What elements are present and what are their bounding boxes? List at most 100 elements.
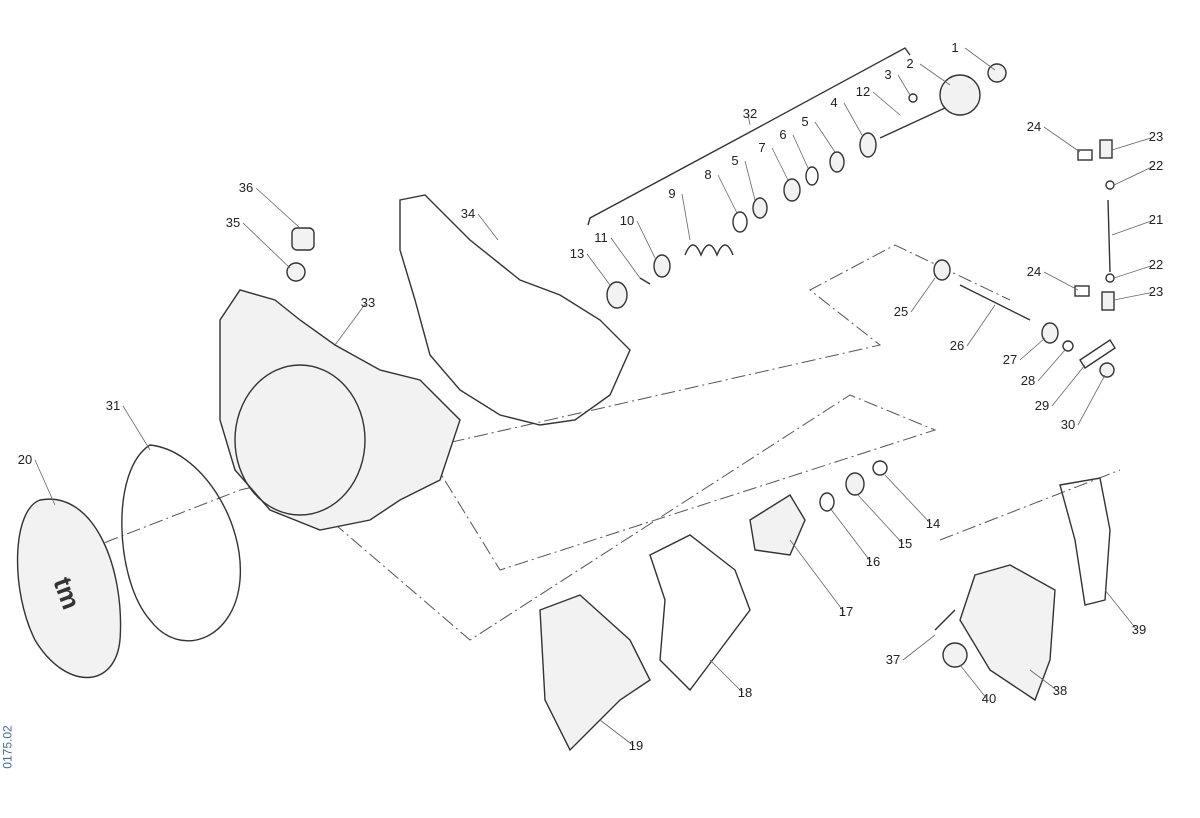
callout-30: 30: [1061, 417, 1075, 432]
callout-37: 37: [886, 652, 900, 667]
part-38-cover: [959, 564, 1056, 702]
part-31-gasket: [121, 444, 242, 642]
callout-34: 34: [461, 206, 475, 221]
leader-line: [1037, 349, 1066, 382]
callout-19: 19: [629, 738, 643, 753]
part-22: [1105, 180, 1115, 190]
callout-20: 20: [18, 452, 32, 467]
part-25: [933, 259, 951, 281]
part-12-shaft: [879, 107, 946, 139]
callout-10: 10: [620, 213, 634, 228]
callout-22: 22: [1149, 257, 1163, 272]
callout-31: 31: [106, 398, 120, 413]
callout-23: 23: [1149, 129, 1163, 144]
part-34-gasket: [399, 194, 631, 426]
leader-line: [636, 220, 656, 259]
part-6: [805, 166, 819, 186]
callout-35: 35: [226, 215, 240, 230]
callout-11: 11: [594, 230, 608, 245]
callout-13: 13: [570, 246, 584, 261]
part-7: [783, 178, 801, 202]
leader-line: [477, 213, 499, 241]
part-5b: [752, 197, 768, 219]
leader-line: [1111, 219, 1155, 236]
leader-line: [586, 253, 611, 286]
callout-38: 38: [1053, 683, 1067, 698]
leader-line: [1019, 337, 1046, 361]
part-28: [1062, 340, 1074, 352]
leader-line: [1104, 589, 1138, 631]
leader-line: [1051, 364, 1086, 407]
callout-33: 33: [361, 295, 375, 310]
callout-23: 23: [1149, 284, 1163, 299]
leader-line: [872, 91, 901, 116]
callout-5: 5: [801, 114, 808, 129]
callout-40: 40: [982, 691, 996, 706]
part-13-bearing: [606, 281, 628, 309]
leader-line: [717, 174, 738, 214]
callout-14: 14: [926, 516, 940, 531]
part-20-ignition-cover: tm: [16, 498, 122, 678]
part-27: [1041, 322, 1059, 344]
callout-6: 6: [779, 127, 786, 142]
assembly-lines: [59, 244, 1121, 641]
part-33-clutch-cover: [219, 289, 461, 531]
part-3-ball: [908, 93, 918, 103]
part-10: [653, 254, 671, 278]
leader-line: [1077, 374, 1106, 426]
leader-line: [829, 507, 872, 563]
leader-line: [709, 659, 744, 694]
leader-line: [792, 134, 809, 169]
leader-line: [1043, 126, 1081, 153]
callout-28: 28: [1021, 373, 1035, 388]
callout-24: 24: [1027, 119, 1041, 134]
callout-26: 26: [950, 338, 964, 353]
leader-line: [1029, 669, 1059, 692]
callout-36: 36: [239, 180, 253, 195]
part-8: [732, 211, 748, 233]
callout-1: 1: [951, 40, 958, 55]
part-30-nut: [1099, 362, 1115, 378]
callout-16: 16: [866, 554, 880, 569]
bracket-32: [587, 47, 911, 226]
callout-7: 7: [758, 140, 765, 155]
callout-24: 24: [1027, 264, 1041, 279]
leader-line: [843, 102, 863, 136]
leader-line: [910, 277, 936, 313]
part-16-oring: [819, 492, 835, 512]
leader-line: [771, 147, 789, 181]
leader-line: [747, 113, 751, 126]
callout-12: 12: [856, 84, 870, 99]
leader-line: [334, 302, 367, 346]
leader-line: [1113, 264, 1155, 279]
leader-line: [789, 539, 845, 613]
part-17-impeller: [749, 494, 806, 556]
part-4: [859, 132, 877, 158]
leader-line: [681, 193, 691, 241]
part-23: [1099, 139, 1113, 159]
part-35-washer: [286, 262, 306, 282]
callout-18: 18: [738, 685, 752, 700]
leader-line: [814, 121, 836, 153]
part-2-gear: [939, 74, 981, 116]
callout-21: 21: [1149, 212, 1163, 227]
part-21-rod: [1107, 199, 1111, 273]
callout-8: 8: [704, 167, 711, 182]
part-36-plug: [291, 227, 315, 251]
part-39-gasket: [1059, 477, 1111, 606]
part-18-gasket: [649, 534, 751, 692]
callout-27: 27: [1003, 352, 1017, 367]
callout-2: 2: [906, 56, 913, 71]
leader-line: [242, 222, 291, 269]
leader-line: [857, 494, 904, 545]
callout-3: 3: [884, 67, 891, 82]
part-24: [1077, 149, 1093, 161]
leader-line: [884, 474, 932, 525]
callout-9: 9: [668, 186, 675, 201]
part-19-pump-cover: [539, 594, 651, 752]
leader-line: [1113, 291, 1155, 301]
callout-5: 5: [731, 153, 738, 168]
leader-line: [897, 74, 911, 96]
